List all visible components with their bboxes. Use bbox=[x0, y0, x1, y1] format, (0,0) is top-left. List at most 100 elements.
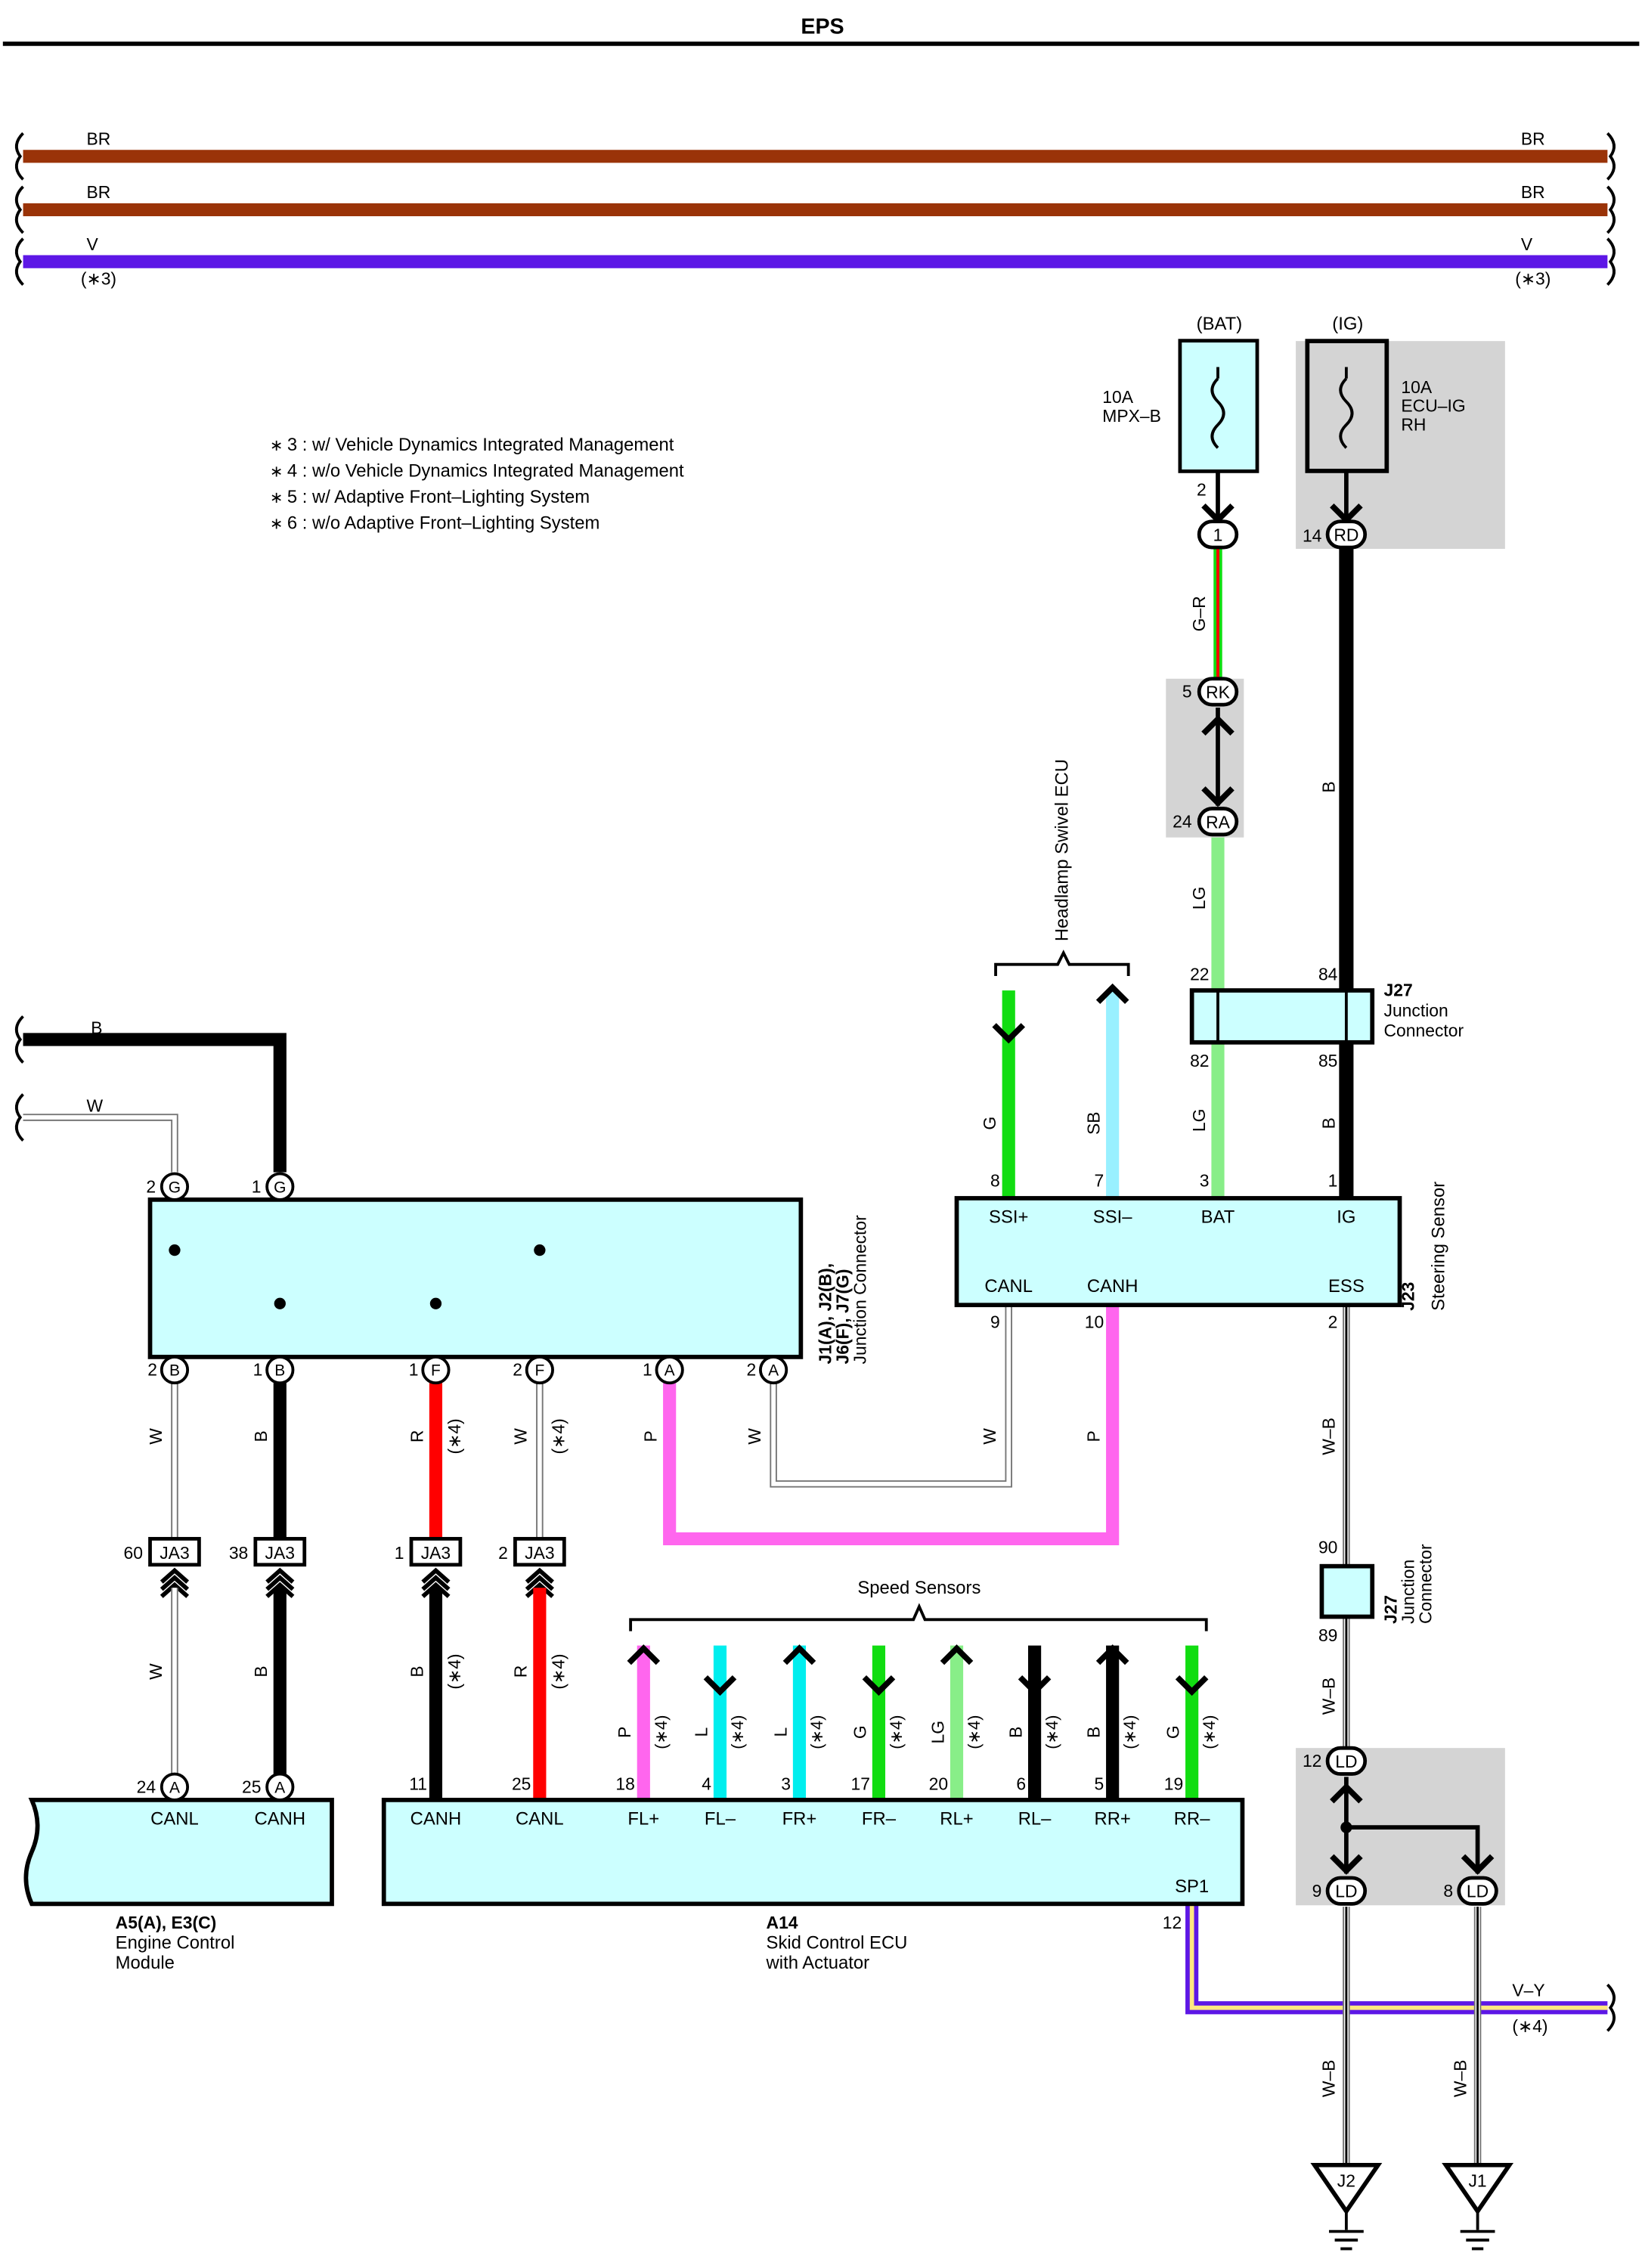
connector-ld-left bbox=[1325, 1876, 1368, 1906]
skid-sp1-num: 12 bbox=[1163, 1913, 1182, 1932]
steering-pin-10: 10 bbox=[1085, 1312, 1104, 1332]
ja3-lower-label-1: B bbox=[251, 1665, 271, 1677]
top-wire-left-note-2: (∗3) bbox=[81, 269, 116, 289]
jc-left-splice-2 bbox=[274, 1297, 286, 1309]
jc-left-id-1: J1(A), J2(B), bbox=[815, 1263, 835, 1365]
ecm-pin-label-0: CANL bbox=[150, 1808, 199, 1829]
jc-left-bottom-num-3: 2 bbox=[513, 1360, 522, 1380]
can-p-wire bbox=[663, 1305, 1120, 1545]
speed-sensor-num-4: 20 bbox=[929, 1774, 948, 1794]
bat-source-label: (BAT) bbox=[1197, 314, 1242, 334]
ig-source-label: (IG) bbox=[1332, 314, 1363, 334]
speed-sensor-num-7: 19 bbox=[1164, 1774, 1183, 1794]
speed-sensor-color-5: B bbox=[1005, 1727, 1025, 1738]
note-text-1: 4 : w/o Vehicle Dynamics Integrated Mana… bbox=[287, 461, 684, 482]
speed-sensor-note-5: (∗4) bbox=[1042, 1715, 1061, 1749]
headlamp-wire-label-1: SB bbox=[1083, 1111, 1103, 1135]
jc-left-bottom-pin-3 bbox=[525, 1355, 554, 1385]
speed-sensor-label-3: FR– bbox=[862, 1808, 897, 1829]
top-wire-right-label-1: BR bbox=[1521, 182, 1545, 202]
jc-wire-note-3: (∗4) bbox=[548, 1418, 568, 1454]
skid-line2: with Actuator bbox=[766, 1953, 870, 1973]
speed-sensors-label: Speed Sensors bbox=[857, 1578, 980, 1598]
jc-left-bottom-num-2: 1 bbox=[409, 1360, 419, 1380]
sp1-v-y-wire bbox=[1185, 1904, 1608, 2015]
ja3-lower-note-2: (∗4) bbox=[445, 1653, 464, 1689]
speed-sensor-note-7: (∗4) bbox=[1200, 1715, 1219, 1749]
headlamp-g-arrow bbox=[992, 1023, 1026, 1044]
speed-sensor-note-3: (∗4) bbox=[887, 1715, 906, 1749]
jc-left-bottom-pin-2-label: F bbox=[431, 1362, 441, 1380]
jc-wire-label-4: P bbox=[640, 1430, 660, 1442]
jc-wire-label-5: W bbox=[745, 1428, 764, 1445]
ld-branch bbox=[1346, 1825, 1480, 1874]
ld-splice bbox=[1340, 1821, 1352, 1833]
jc-left-top-num-0: 2 bbox=[146, 1176, 156, 1196]
ground-triangle-1 bbox=[1442, 2162, 1514, 2215]
speed-sensor-num-1: 4 bbox=[702, 1774, 711, 1794]
connector-ld-top-pin: 12 bbox=[1303, 1751, 1321, 1771]
speed-sensor-label-7: RR– bbox=[1174, 1808, 1210, 1829]
note-mark-2: ∗ bbox=[270, 489, 283, 507]
jc-wire-label-2: R bbox=[407, 1430, 426, 1443]
jc-left-bottom-num-4: 1 bbox=[643, 1360, 652, 1380]
j27-mid-line2: Connector bbox=[1416, 1544, 1436, 1624]
speed-sensor-arrow-2 bbox=[782, 1644, 816, 1665]
speed-sensor-label-5: RL– bbox=[1018, 1808, 1052, 1829]
ecm-line1: Engine Control bbox=[116, 1933, 235, 1954]
top-wire-right-note-2: (∗3) bbox=[1515, 269, 1551, 289]
j27-mid-id: J27 bbox=[1381, 1595, 1401, 1624]
steering-canh-label: CANH bbox=[1087, 1276, 1138, 1297]
j27-mid-connector bbox=[1319, 1563, 1375, 1619]
j27-top-pin-22: 22 bbox=[1190, 965, 1209, 984]
v-y-label: V–Y bbox=[1512, 1980, 1544, 2000]
ja3-connector-2 bbox=[409, 1537, 463, 1567]
j27-top-id: J27 bbox=[1384, 981, 1413, 1000]
ja3-chevron-1-2 bbox=[265, 1582, 295, 1598]
speed-sensor-arrow-6 bbox=[1095, 1644, 1129, 1665]
connector-rk-pin: 5 bbox=[1182, 682, 1192, 702]
ja3-lower-note-3: (∗4) bbox=[548, 1653, 568, 1689]
jc-left-top-pin-g2 bbox=[160, 1172, 190, 1201]
ja3-lower-label-0: W bbox=[146, 1663, 166, 1680]
jc-left-bottom-num-5: 2 bbox=[746, 1360, 756, 1380]
speed-sensor-num-0: 18 bbox=[615, 1774, 634, 1794]
speed-sensor-num-5: 6 bbox=[1016, 1774, 1026, 1794]
jc-wire-label-3: W bbox=[511, 1428, 531, 1445]
jc-left-bottom-pin-4 bbox=[655, 1355, 684, 1385]
speed-sensor-arrow-0 bbox=[627, 1644, 661, 1665]
b-ig-wire-label: B bbox=[1319, 781, 1339, 792]
top-wire-right-label-0: BR bbox=[1521, 129, 1545, 149]
ecm-id: A5(A), E3(C) bbox=[116, 1913, 217, 1932]
jc-left-bottom-pin-5 bbox=[759, 1355, 788, 1385]
ground-w-b-label-left: W–B bbox=[1319, 2059, 1339, 2097]
ld-top-arrow bbox=[1330, 1783, 1363, 1804]
steering-pin-label-3: IG bbox=[1337, 1207, 1355, 1227]
ground-w-b-label-right: W–B bbox=[1450, 2059, 1470, 2097]
j27-mid-pin-89: 89 bbox=[1318, 1625, 1337, 1645]
steering-pin-2: 2 bbox=[1328, 1312, 1338, 1332]
ja3-chevron-0-0 bbox=[160, 1567, 190, 1584]
ground-id-1: J1 bbox=[1468, 2170, 1486, 2190]
note-mark-1: ∗ bbox=[270, 463, 283, 481]
ja3-chevron-1-0 bbox=[265, 1567, 295, 1584]
ground-triangle-0 bbox=[1310, 2162, 1383, 2215]
ja3-chevron-2-1 bbox=[421, 1575, 451, 1591]
steering-pin-num-ig: 1 bbox=[1328, 1171, 1338, 1191]
mpx-b-fuse-fill bbox=[1182, 342, 1256, 470]
jc-left-id-3: Junction Connector bbox=[850, 1215, 869, 1365]
steering-sensor-box bbox=[954, 1196, 1402, 1308]
note-text-2: 5 : w/ Adaptive Front–Lighting System bbox=[287, 487, 590, 507]
speed-sensor-note-0: (∗4) bbox=[652, 1715, 671, 1749]
note-text-3: 6 : w/o Adaptive Front–Lighting System bbox=[287, 513, 600, 533]
left-wire-break-0 bbox=[14, 1015, 24, 1064]
ecm-line2: Module bbox=[116, 1953, 175, 1973]
ja3-id-3: JA3 bbox=[525, 1543, 554, 1563]
ja3-lower-label-3: R bbox=[511, 1665, 531, 1678]
ecm-pin-label-1: CANH bbox=[255, 1808, 306, 1829]
ja3-connector-1 bbox=[253, 1537, 307, 1567]
connector-ld-top-label: LD bbox=[1335, 1752, 1357, 1771]
ground-id-0: J2 bbox=[1337, 2170, 1355, 2190]
jc-left-box bbox=[147, 1197, 804, 1359]
